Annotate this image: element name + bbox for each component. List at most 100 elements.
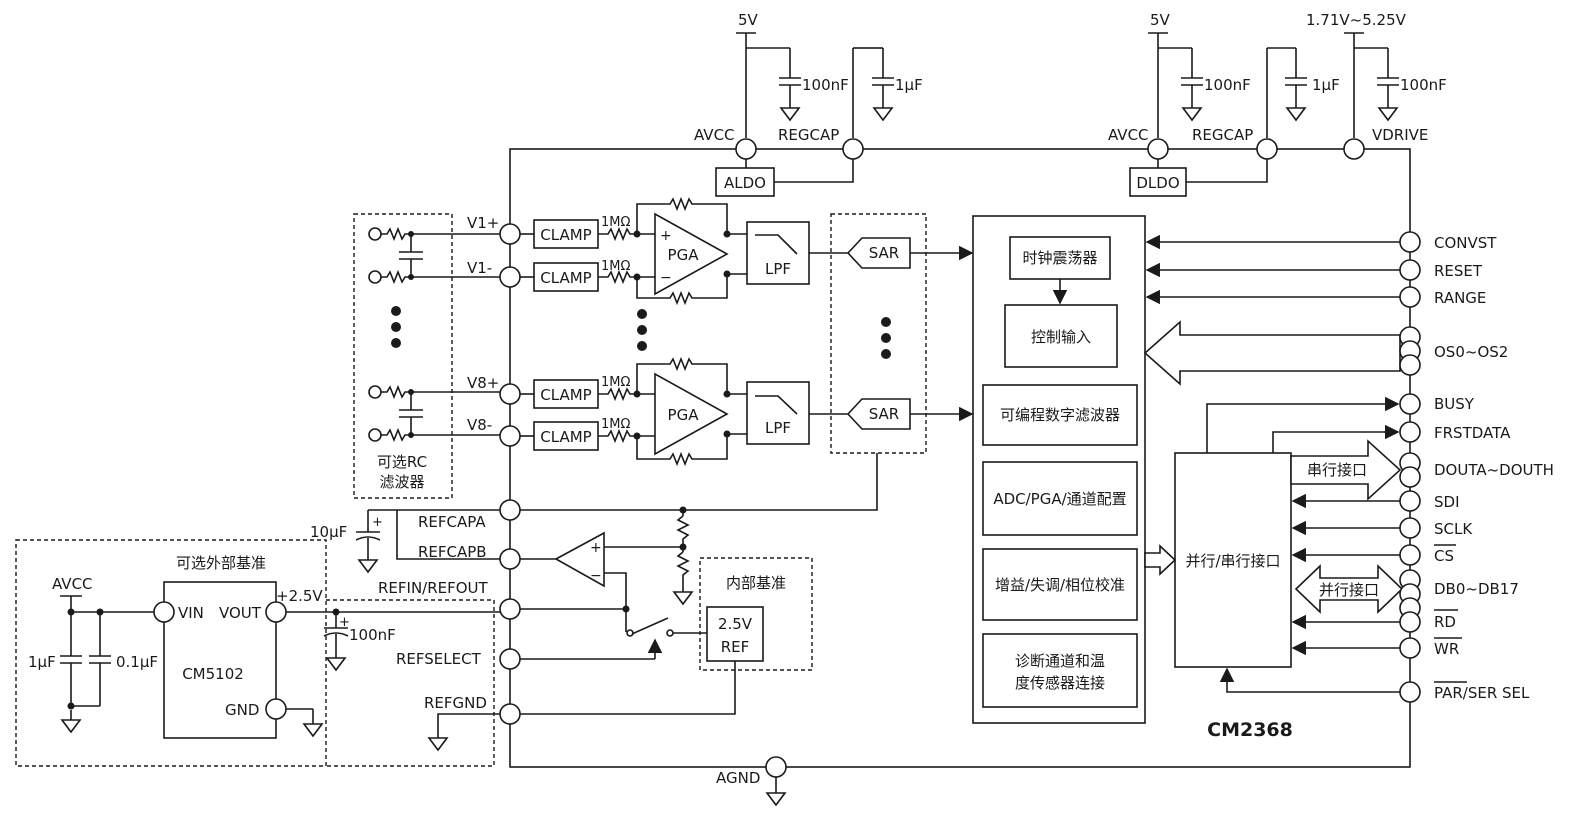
core-to-interface-arrow [1144, 544, 1177, 576]
cm5102-block [163, 581, 277, 739]
ext-cap-plus: + [339, 615, 350, 630]
serial-bus-arrow [1290, 439, 1402, 501]
pin-refcapb [499, 548, 521, 570]
pin-v8p [499, 383, 521, 405]
pin-refin-out [499, 598, 521, 620]
sar-ellipsis-dot [881, 333, 891, 343]
pin-dout-label: DOUTA~DOUTH [1434, 461, 1554, 479]
pin-frstdata [1399, 421, 1421, 443]
pin-wr-label: WR [1434, 640, 1459, 658]
channel-8: V8+ V8- CLAMP CLAMP 1MΩ 1MΩ PGA LPF SAR [467, 356, 974, 467]
pin-v1m [499, 266, 521, 288]
clamp-block [533, 262, 599, 292]
pin-dout [1399, 452, 1421, 488]
lpf-label: LPF [765, 419, 791, 437]
pin-par-ser [1399, 681, 1421, 703]
pin-vin [153, 601, 175, 623]
pin-regcap-analog-label: REGCAP [778, 126, 839, 144]
pin-v8m [499, 425, 521, 447]
channel-1: V1+ V1- CLAMP CLAMP 1MΩ 1MΩ PGA + − LPF … [467, 196, 974, 306]
pga-amp [654, 212, 729, 296]
pin-convst [1399, 231, 1421, 253]
pin-frstdata-label: FRSTDATA [1434, 424, 1511, 442]
ext-cap-1uF-label: 1µF [28, 653, 56, 671]
sar-ellipsis-dot [881, 317, 891, 327]
ref-label-1: 2.5V [718, 615, 753, 633]
os-bus-arrow [1143, 320, 1401, 386]
sar-label: SAR [869, 244, 899, 262]
clamp-label: CLAMP [540, 386, 591, 404]
parallel-interface-label: 并行接口 [1319, 581, 1379, 599]
ext-ref-wiring: AVCC 1µF 0.1µF + 100nF [28, 575, 500, 737]
cap-plus: + [372, 515, 383, 530]
rc-filter-ch1 [368, 226, 500, 285]
pin-v1m-label: V1- [467, 259, 492, 277]
pin-v8m-label: V8- [467, 416, 492, 434]
vdrive-cap-label: 100nF [1400, 76, 1447, 94]
res-label: 1MΩ [601, 259, 630, 274]
refgnd-wire [520, 661, 736, 715]
pin-range [1399, 286, 1421, 308]
pin-busy [1399, 393, 1421, 415]
pin-gnd [265, 698, 287, 720]
refgnd-ext-wire [437, 713, 500, 728]
res-label: 1MΩ [601, 215, 630, 230]
pin-sdi-label: SDI [1434, 493, 1460, 511]
ref-buffer: + − [520, 506, 693, 609]
ext-avcc-label: AVCC [52, 575, 93, 593]
ref-switch [520, 605, 707, 660]
res-label: 1MΩ [601, 375, 630, 390]
minus-label: − [660, 270, 672, 286]
ext-cap-01uF-label: 0.1µF [116, 653, 158, 671]
pin-vout [265, 601, 287, 623]
rc-filter-box [353, 213, 453, 499]
pin-refcapb-label: REFCAPB [418, 543, 487, 561]
pin-vdrive [1343, 138, 1365, 160]
control-input-label: 控制输入 [1031, 328, 1091, 346]
sar-ellipsis-dot [881, 349, 891, 359]
pin-vdrive-label: VDRIVE [1372, 126, 1428, 144]
cap-10uF-label: 10µF [310, 523, 347, 541]
pin-sdi [1399, 490, 1421, 512]
buffer-minus: − [590, 568, 602, 584]
clamp-label: CLAMP [540, 269, 591, 287]
pin-v8p-label: V8+ [467, 374, 499, 392]
pin-os-label: OS0~OS2 [1434, 343, 1508, 361]
avcc-cap-label: 100nF [802, 76, 849, 94]
pin-wr [1399, 637, 1421, 659]
pin-range-label: RANGE [1434, 289, 1486, 307]
rc-ellipsis-dot [391, 322, 401, 332]
oscillator-block [1009, 236, 1111, 280]
pin-agnd-label: AGND [716, 769, 760, 787]
analog-supply-label: 5V [738, 11, 759, 29]
pin-refcapa [499, 499, 521, 521]
ext-cap-100nF-label: 100nF [349, 626, 396, 644]
digital-pin-wires [1145, 234, 1400, 693]
rc-filter-label-1: 可选RC [377, 453, 427, 471]
clamp-label: CLAMP [540, 226, 591, 244]
rc-filter-label-2: 滤波器 [379, 473, 424, 491]
pga-label: PGA [668, 406, 700, 424]
calibration-block [982, 548, 1138, 621]
lpf-block [746, 381, 810, 445]
pin-rd [1399, 611, 1421, 633]
pin-avcc-digital-label: AVCC [1108, 126, 1149, 144]
pin-v1p [499, 223, 521, 245]
pin-regcap-analog [842, 138, 864, 160]
ext-output-label: +2.5V [276, 587, 323, 605]
res-label: 1MΩ [601, 417, 630, 432]
digital-supply-label: 5V [1150, 11, 1171, 29]
serial-interface-label: 串行接口 [1307, 461, 1367, 479]
pin-vout-label: VOUT [219, 604, 262, 622]
pin-refgnd-label: REFGND [424, 694, 487, 712]
dregcap-cap-label: 1µF [1312, 76, 1340, 94]
buffer-plus: + [590, 540, 602, 556]
refcap-network: + 10µF [310, 509, 500, 573]
aldo-label: ALDO [724, 174, 766, 192]
clamp-label: CLAMP [540, 428, 591, 446]
sar-ref-wire [520, 453, 878, 511]
regcap-cap-label: 1µF [895, 76, 923, 94]
sar-group-box [830, 213, 927, 454]
pin-db [1399, 569, 1421, 619]
